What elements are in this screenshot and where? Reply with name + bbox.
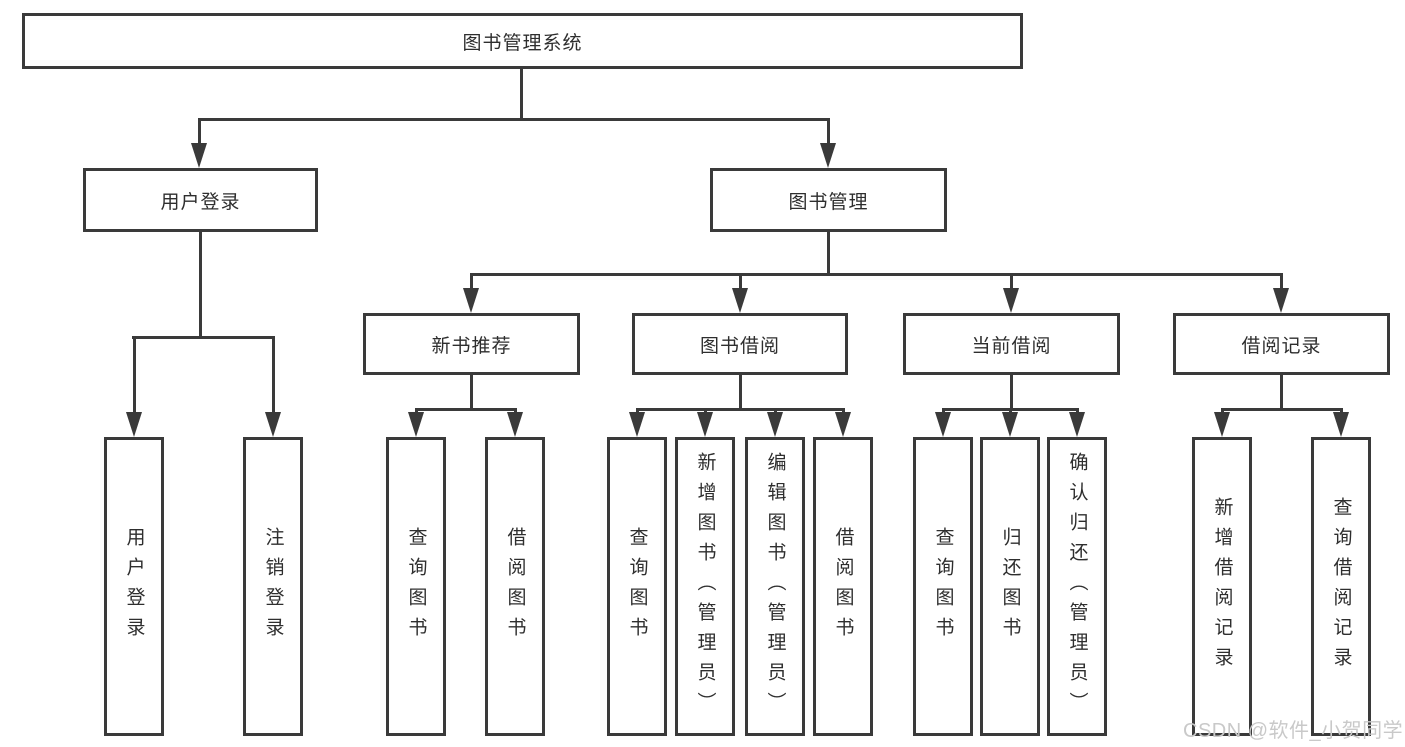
connector-vline (1280, 375, 1283, 411)
arrow-down-icon (191, 143, 207, 168)
watermark-text: CSDN @软件_小贺同学 (1183, 720, 1404, 742)
leaf-add-books-admin: 新增图书（管理员） (675, 437, 735, 736)
connector-hline (1221, 408, 1342, 411)
connector-vline (842, 408, 845, 414)
connector-vline (198, 118, 201, 143)
arrow-down-icon (463, 288, 479, 313)
arrow-down-icon (265, 412, 281, 437)
node-label: 借阅图书 (504, 526, 526, 647)
connector-hline (470, 273, 1282, 276)
connector-vline (1221, 408, 1224, 414)
connector-hline (132, 336, 275, 339)
arrow-down-icon (835, 412, 851, 437)
connector-vline (739, 375, 742, 411)
connector-vline (942, 408, 945, 414)
leaf-query-books-recommend: 查询图书 (386, 437, 446, 736)
node-label: 新书推荐 (431, 335, 512, 357)
arrow-down-icon (126, 412, 142, 437)
node-current-borrow: 当前借阅 (903, 313, 1120, 375)
arrow-down-icon (820, 143, 836, 168)
connector-hline (198, 118, 830, 121)
connector-vline (272, 336, 275, 412)
node-borrow-records: 借阅记录 (1173, 313, 1390, 375)
connector-vline (514, 408, 517, 414)
leaf-query-borrow-record: 查询借阅记录 (1311, 437, 1371, 736)
node-label: 图书借阅 (699, 335, 780, 357)
arrow-down-icon (697, 412, 713, 437)
arrow-down-icon (935, 412, 951, 437)
node-label: 查询图书 (405, 526, 427, 647)
arrow-down-icon (767, 412, 783, 437)
connector-vline (739, 273, 742, 288)
connector-vline (199, 232, 202, 339)
node-label: 注销登录 (262, 526, 284, 647)
leaf-edit-books-admin: 编辑图书（管理员） (745, 437, 805, 736)
connector-vline (1009, 408, 1012, 414)
arrow-down-icon (507, 412, 523, 437)
node-book-borrow: 图书借阅 (632, 313, 848, 375)
connector-vline (774, 408, 777, 414)
node-book-management: 图书管理 (710, 168, 947, 232)
leaf-query-books-borrow: 查询图书 (607, 437, 667, 736)
node-library-management-system: 图书管理系统 (22, 13, 1023, 69)
leaf-borrow-books-recommend: 借阅图书 (485, 437, 545, 736)
connector-hline (415, 408, 517, 411)
connector-vline (415, 408, 418, 414)
node-label: 查询图书 (626, 526, 648, 647)
arrow-down-icon (1333, 412, 1349, 437)
leaf-query-books-current: 查询图书 (913, 437, 973, 736)
node-label: 归还图书 (999, 526, 1021, 647)
node-label: 图书管理系统 (462, 32, 583, 54)
arrow-down-icon (1273, 288, 1289, 313)
node-label: 新增图书（管理员） (694, 451, 716, 722)
arrow-down-icon (408, 412, 424, 437)
connector-vline (827, 232, 830, 276)
connector-vline (636, 408, 639, 414)
connector-vline (133, 336, 136, 412)
leaf-borrow-books: 借阅图书 (813, 437, 873, 736)
node-label: 查询图书 (932, 526, 954, 647)
node-label: 当前借阅 (971, 335, 1052, 357)
leaf-confirm-return-admin: 确认归还（管理员） (1047, 437, 1107, 736)
node-label: 图书管理 (788, 191, 869, 213)
node-label: 借阅图书 (832, 526, 854, 647)
node-label: 用户登录 (123, 526, 145, 647)
node-user-login: 用户登录 (83, 168, 318, 232)
connector-vline (1010, 273, 1013, 288)
connector-vline (470, 375, 473, 411)
arrow-down-icon (1214, 412, 1230, 437)
arrow-down-icon (1069, 412, 1085, 437)
leaf-return-books: 归还图书 (980, 437, 1040, 736)
leaf-add-borrow-record: 新增借阅记录 (1192, 437, 1252, 736)
arrow-down-icon (1003, 288, 1019, 313)
connector-hline (636, 408, 845, 411)
node-label: 借阅记录 (1241, 335, 1322, 357)
connector-vline (827, 118, 830, 143)
connector-vline (1076, 408, 1079, 414)
connector-vline (1010, 375, 1013, 411)
connector-vline (470, 273, 473, 288)
node-label: 确认归还（管理员） (1066, 451, 1088, 722)
node-label: 查询借阅记录 (1330, 496, 1352, 677)
connector-vline (520, 69, 523, 121)
arrow-down-icon (629, 412, 645, 437)
node-label: 新增借阅记录 (1211, 496, 1233, 677)
connector-vline (1340, 408, 1343, 414)
arrow-down-icon (732, 288, 748, 313)
leaf-logout: 注销登录 (243, 437, 303, 736)
node-label: 编辑图书（管理员） (764, 451, 786, 722)
node-label: 用户登录 (160, 191, 241, 213)
connector-vline (704, 408, 707, 414)
arrow-down-icon (1002, 412, 1018, 437)
connector-vline (1280, 273, 1283, 288)
leaf-user-login: 用户登录 (104, 437, 164, 736)
node-new-book-recommend: 新书推荐 (363, 313, 580, 375)
